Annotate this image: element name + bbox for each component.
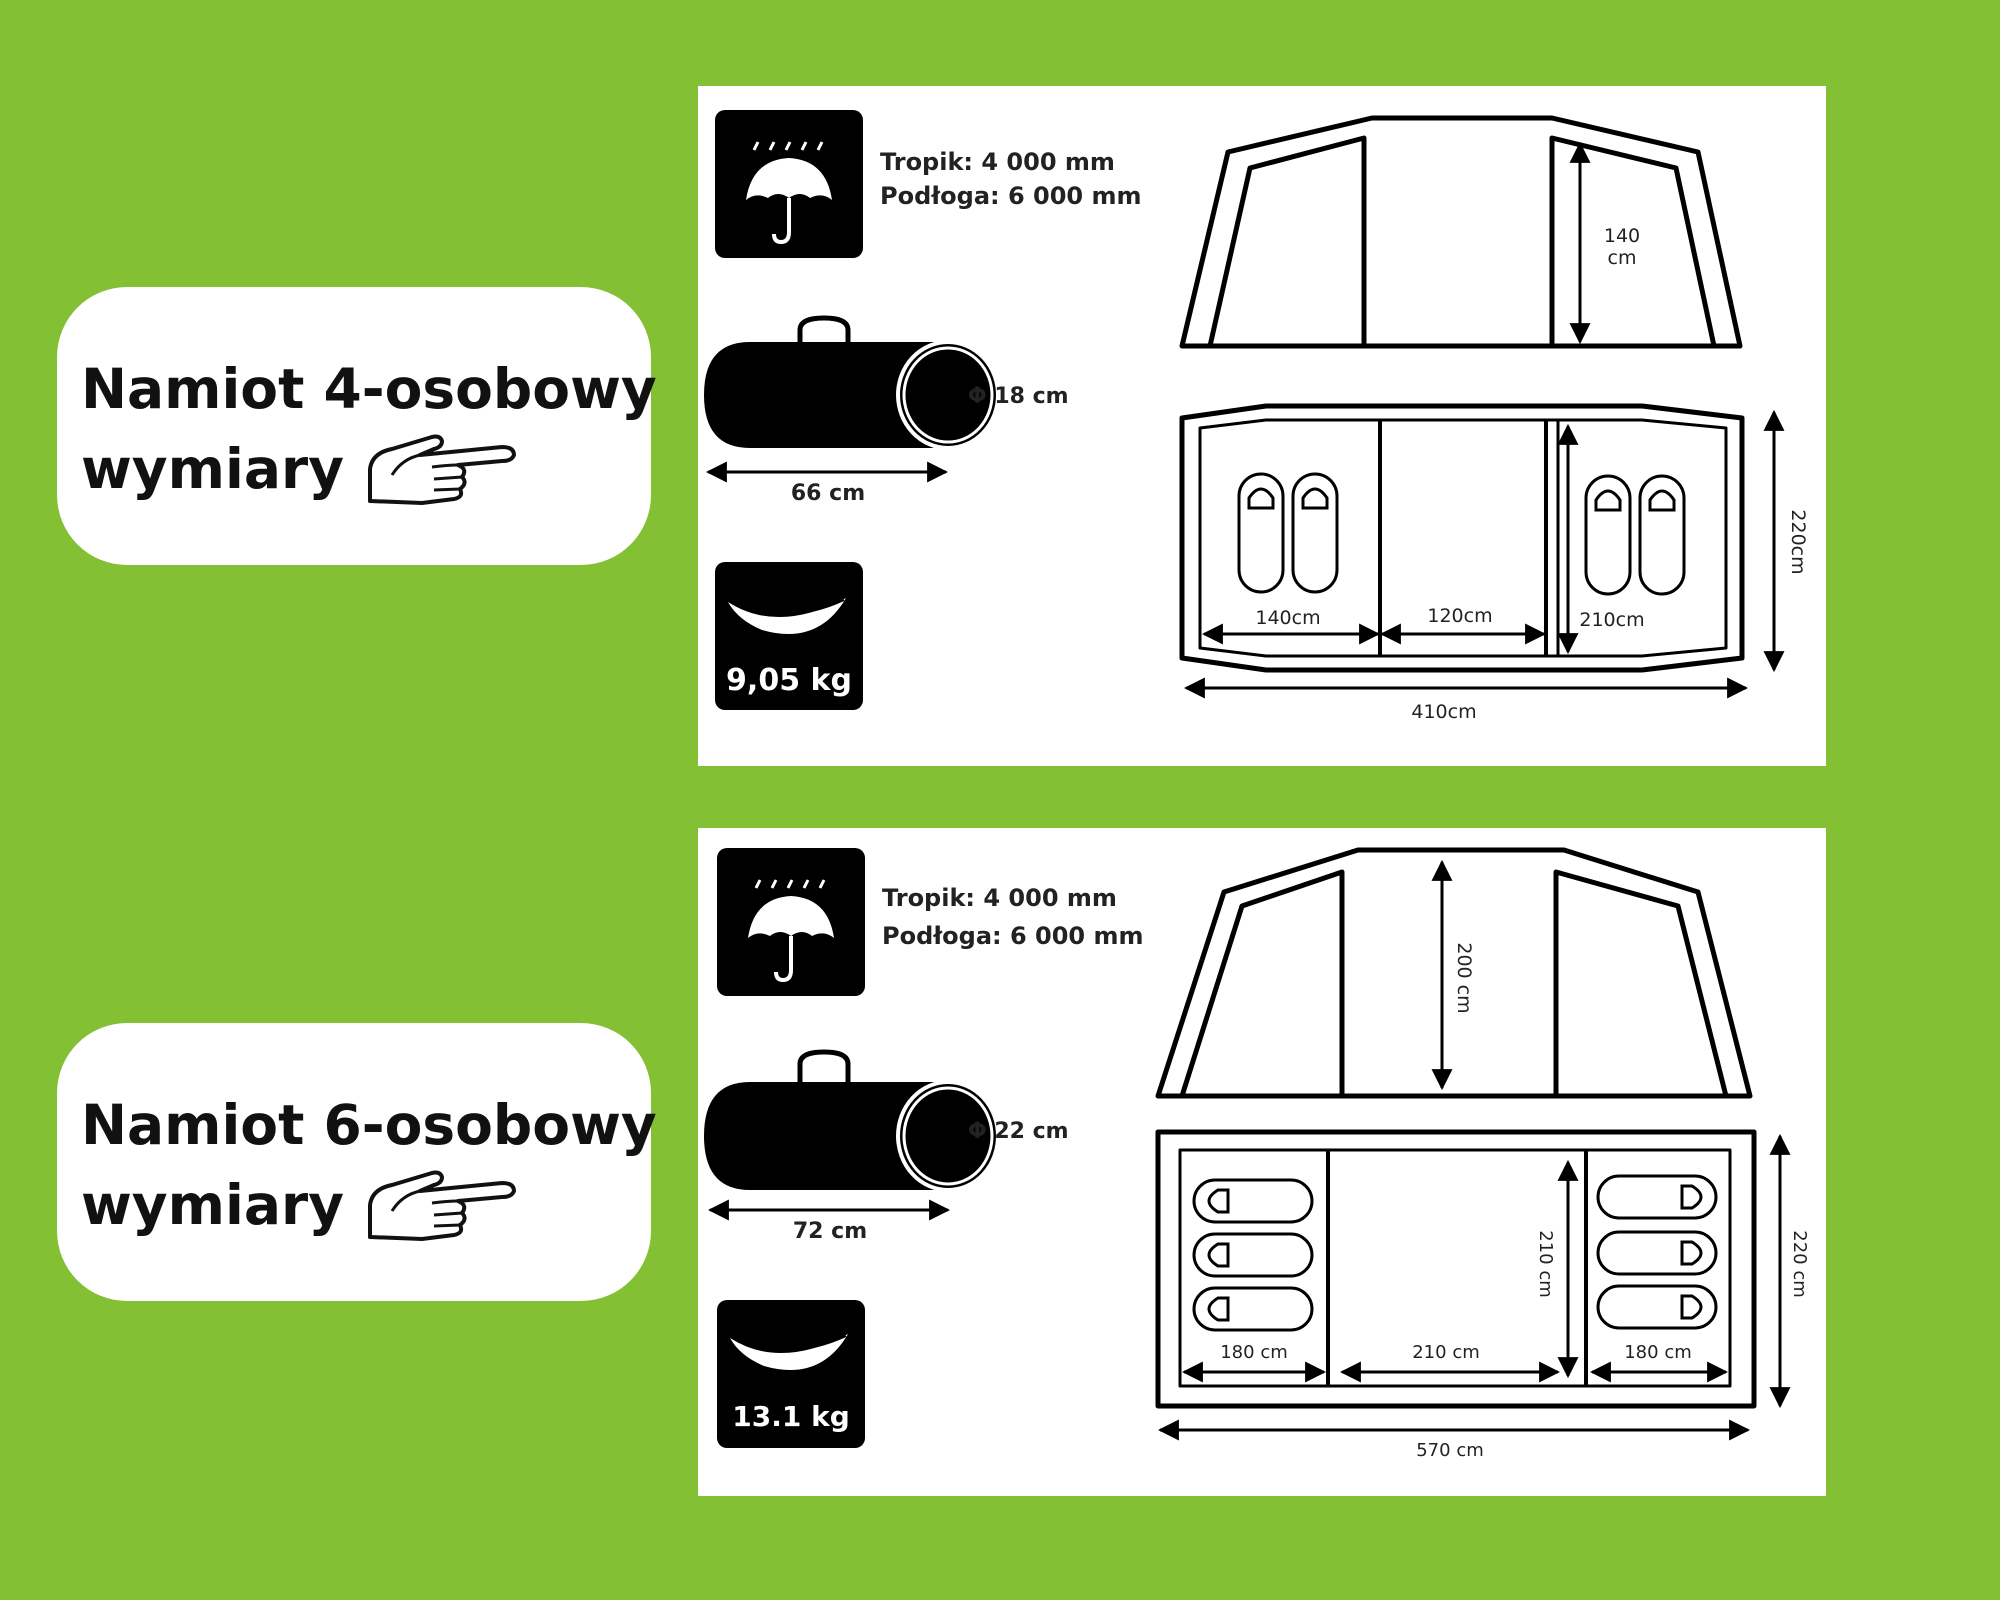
tent-4-room-left: 140cm bbox=[1255, 607, 1320, 629]
tent-4-floor-plan bbox=[1179, 403, 1745, 673]
tent-6-title: Namiot 6-osobowy bbox=[81, 1093, 657, 1157]
tent-4-height: 140 bbox=[1604, 225, 1640, 247]
tent-6-weight: 13.1 kg bbox=[732, 1400, 850, 1433]
umbrella-rain-icon bbox=[717, 848, 865, 996]
sleeping-bag-icon bbox=[1192, 1174, 1718, 1332]
tent-4-weight: 9,05 kg bbox=[726, 663, 852, 698]
tent-bag-icon bbox=[704, 315, 1000, 450]
tent-4-title: Namiot 4-osobowy bbox=[81, 357, 657, 421]
tent-6-tropik: Tropik: 4 000 mm bbox=[882, 884, 1117, 912]
tent-6-spec-panel: Tropik: 4 000 mm Podłoga: 6 000 mm Φ 22 … bbox=[698, 828, 1826, 1496]
tent-4-bag-length: 66 cm bbox=[791, 481, 865, 506]
tent-4-spec-panel: Tropik: 4 000 mm Podłoga: 6 000 mm Φ 18 … bbox=[698, 86, 1826, 766]
tent-4-diagram: Tropik: 4 000 mm Podłoga: 6 000 mm Φ 18 … bbox=[704, 110, 1809, 723]
tent-6-height: 200 cm bbox=[1453, 942, 1475, 1013]
tent-6-side-view bbox=[1155, 847, 1753, 1099]
umbrella-rain-icon bbox=[715, 110, 863, 258]
tent-6-label-card: Namiot 6-osobowy wymiary bbox=[57, 1023, 657, 1301]
tent-4-subtitle: wymiary bbox=[81, 437, 344, 501]
pointing-hand-icon bbox=[367, 434, 516, 505]
tent-6-room-right: 180 cm bbox=[1624, 1342, 1692, 1363]
tent-6-total-length: 570 cm bbox=[1416, 1440, 1484, 1461]
tent-6-floor-plan bbox=[1155, 1129, 1757, 1409]
tent-4-label-card: Namiot 4-osobowy wymiary bbox=[57, 287, 657, 565]
tent-4-total-length: 410cm bbox=[1411, 701, 1476, 723]
pointing-hand-icon bbox=[367, 1170, 516, 1241]
tent-6-depth: 220 cm bbox=[1789, 1230, 1810, 1298]
tent-4-diameter: Φ 18 cm bbox=[968, 384, 1069, 409]
feather-weight-icon bbox=[717, 1300, 865, 1448]
tent-6-podloga: Podłoga: 6 000 mm bbox=[882, 922, 1144, 950]
tent-6-room-depth: 210 cm bbox=[1535, 1230, 1556, 1298]
tent-4-depth: 220cm bbox=[1787, 509, 1809, 574]
tent-4-room-right: 210cm bbox=[1579, 609, 1644, 631]
tent-4-podloga: Podłoga: 6 000 mm bbox=[880, 182, 1142, 210]
tent-6-subtitle: wymiary bbox=[81, 1173, 344, 1237]
tent-6-diameter: Φ 22 cm bbox=[968, 1119, 1069, 1144]
tent-4-tropik: Tropik: 4 000 mm bbox=[880, 148, 1115, 176]
tent-4-height-unit: cm bbox=[1608, 247, 1637, 269]
tent-6-diagram: Tropik: 4 000 mm Podłoga: 6 000 mm Φ 22 … bbox=[704, 847, 1810, 1461]
tent-6-room-center: 210 cm bbox=[1412, 1342, 1480, 1363]
feather-weight-icon bbox=[715, 562, 863, 710]
sleeping-bag-icon bbox=[1237, 472, 1686, 596]
tent-4-room-center: 120cm bbox=[1427, 605, 1492, 627]
tent-6-bag-length: 72 cm bbox=[793, 1219, 867, 1244]
tent-4-side-view bbox=[1179, 115, 1743, 349]
tent-6-room-left: 180 cm bbox=[1220, 1342, 1288, 1363]
tent-bag-icon bbox=[704, 1049, 1000, 1192]
